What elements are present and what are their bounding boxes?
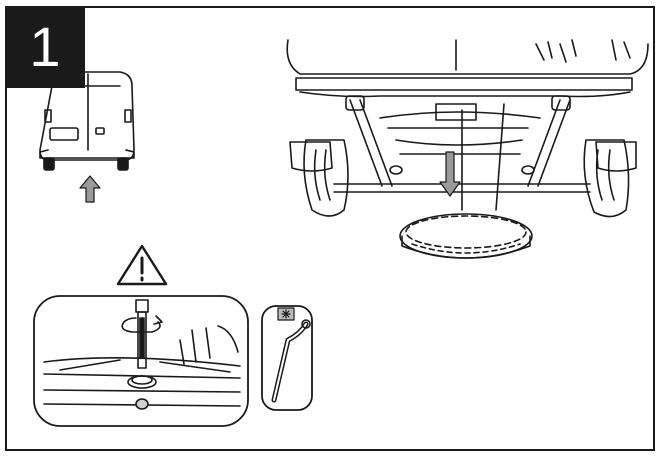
van-rear-view: [39, 71, 135, 171]
warning-triangle-icon: [116, 244, 168, 286]
step-number-badge: 1: [5, 6, 85, 88]
arrow-down-icon: [439, 151, 461, 197]
van-underbody-view: [286, 39, 649, 259]
instruction-panel: [5, 6, 655, 451]
wheel-brace-tool-detail: [261, 305, 313, 411]
winch-bolt-detail: [33, 295, 249, 427]
tool-symbol-icon: [281, 309, 291, 319]
step-number: 1: [29, 15, 61, 78]
rotate-counterclockwise-icon: [121, 315, 163, 333]
arrow-up-icon: [79, 175, 101, 203]
